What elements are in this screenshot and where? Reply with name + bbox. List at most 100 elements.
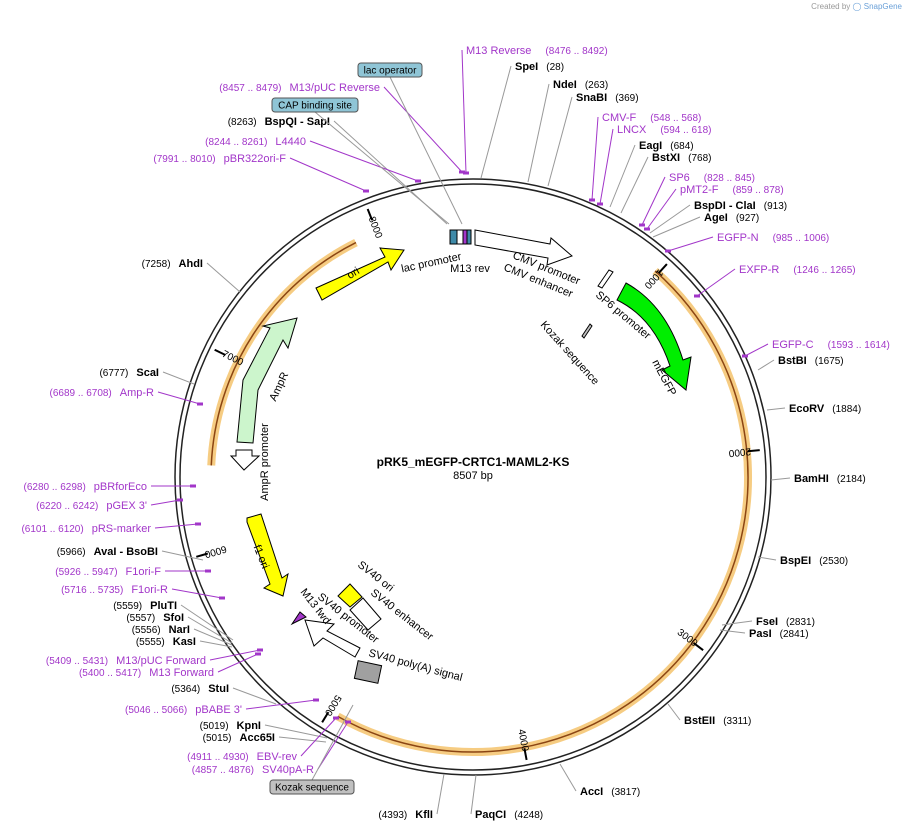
enzyme-label: (5019)KpnI — [200, 720, 261, 732]
enzyme-site-acci[interactable]: AccI(3817) — [580, 786, 640, 798]
boxed-feature-kozak-sequence[interactable]: Kozak sequence — [269, 779, 355, 795]
box-leader-lac-operator — [389, 76, 463, 225]
primer-name: M13 Forward — [149, 667, 214, 679]
enzyme-site-snabi[interactable]: SnaBI(369) — [576, 92, 639, 104]
enzyme-site-avai-bsobi[interactable]: (5966)AvaI - BsoBI — [57, 546, 158, 558]
primer-leader-l4440 — [309, 140, 419, 182]
enzyme-site-stui[interactable]: (5364)StuI — [171, 683, 229, 695]
primer-m13-puc-forward[interactable]: (5409 .. 5431)M13/pUC Forward — [46, 655, 206, 667]
enzyme-name: PasI — [749, 628, 772, 640]
enzyme-site-spei[interactable]: SpeI(28) — [515, 61, 564, 73]
primer-name: M13 Reverse — [466, 45, 531, 57]
primer-lncx[interactable]: LNCX(594 .. 618) — [617, 124, 712, 136]
enzyme-position: (1884) — [832, 404, 861, 415]
primer-position: (5716 .. 5735) — [61, 585, 123, 596]
enzyme-site-ecorv[interactable]: EcoRV(1884) — [789, 403, 861, 415]
primer-label: pMT2-F(859 .. 878) — [680, 184, 784, 196]
enzyme-leader-agei — [652, 216, 701, 238]
primer-f1ori-r[interactable]: (5716 .. 5735)F1ori-R — [61, 584, 168, 596]
plasmid-name: pRK5_mEGFP-CRTC1-MAML2-KS — [377, 455, 570, 469]
enzyme-site-bsteii[interactable]: BstEII (3311) — [684, 715, 751, 727]
primer-leader-amp-r — [157, 391, 201, 405]
primer-position: (5926 .. 5947) — [55, 567, 117, 578]
primer-sp6[interactable]: SP6(828 .. 845) — [669, 172, 755, 184]
primer-m13-puc-reverse[interactable]: (8457 .. 8479)M13/pUC Reverse — [219, 82, 380, 94]
primer-pgex-3[interactable]: (6220 .. 6242)pGEX 3' — [36, 500, 147, 512]
enzyme-site-nari[interactable]: (5556)NarI — [132, 624, 190, 636]
primer-cmv-f[interactable]: CMV-F(548 .. 568) — [602, 112, 701, 124]
primer-pmt2-f[interactable]: pMT2-F(859 .. 878) — [680, 184, 784, 196]
primer-name: LNCX — [617, 124, 647, 136]
enzyme-site-ahdi[interactable]: (7258)AhdI — [142, 258, 203, 270]
enzyme-site-bspqi-sapi[interactable]: (8263)BspQI - SapI — [228, 116, 330, 128]
boxed-feature-label: Kozak sequence — [275, 783, 349, 794]
primer-name: M13/pUC Reverse — [290, 82, 380, 94]
enzyme-site-scai[interactable]: (6777)ScaI — [99, 367, 159, 379]
primer-exfp-r[interactable]: EXFP-R(1246 .. 1265) — [739, 264, 856, 276]
primer-prs-marker[interactable]: (6101 .. 6120)pRS-marker — [21, 523, 151, 535]
enzyme-site-agei[interactable]: AgeI(927) — [704, 212, 759, 224]
enzyme-site-kfli[interactable]: (4393)KflI — [378, 809, 433, 821]
primer-pbabe-3[interactable]: (5046 .. 5066)pBABE 3' — [125, 704, 242, 716]
enzyme-site-bstxi[interactable]: BstXI(768) — [652, 152, 711, 164]
enzyme-site-bamhi[interactable]: BamHI(2184) — [794, 473, 866, 485]
primer-position: (8244 .. 8261) — [205, 137, 267, 148]
primer-name: M13/pUC Forward — [116, 655, 206, 667]
primer-egfp-n[interactable]: EGFP-N(985 .. 1006) — [717, 232, 829, 244]
enzyme-site-bstbi[interactable]: BstBI(1675) — [778, 355, 844, 367]
primer-f1ori-f[interactable]: (5926 .. 5947)F1ori-F — [55, 566, 161, 578]
enzyme-position: (5015) — [203, 733, 232, 744]
primer-position: (548 .. 568) — [650, 113, 701, 124]
enzyme-site-pasi[interactable]: PasI(2841) — [749, 628, 809, 640]
enzyme-site-fsei[interactable]: FseI(2831) — [756, 616, 815, 628]
primer-pbr322ori-f[interactable]: (7991 .. 8010)pBR322ori-F — [153, 153, 286, 165]
enzyme-name: AvaI - BsoBI — [94, 546, 158, 558]
boxed-feature-cap-binding-site[interactable]: CAP binding site — [271, 97, 359, 113]
primer-egfp-c[interactable]: EGFP-C(1593 .. 1614) — [772, 339, 890, 351]
enzyme-leader-ahdi — [206, 262, 241, 293]
primer-amp-r[interactable]: (6689 .. 6708)Amp-R — [50, 387, 155, 399]
enzyme-position: (7258) — [142, 259, 171, 270]
enzyme-label: SpeI(28) — [515, 61, 564, 73]
enzyme-site-pluti[interactable]: (5559)PluTI — [113, 600, 177, 612]
tick-mark — [214, 348, 226, 356]
enzyme-label: (5557)SfoI — [126, 612, 184, 624]
primer-leader-m13-puc-forward — [209, 649, 261, 661]
primer-pbrforeco[interactable]: (6280 .. 6298)pBRforEco — [24, 481, 147, 493]
enzyme-name: SnaBI — [576, 92, 607, 104]
enzyme-site-acc65i[interactable]: (5015)Acc65I — [203, 732, 275, 744]
primer-name: pBRforEco — [94, 481, 147, 493]
enzyme-site-bspei[interactable]: BspEI(2530) — [780, 555, 848, 567]
enzyme-site-eagi[interactable]: EagI(684) — [639, 140, 694, 152]
primer-ebv-rev[interactable]: (4911 .. 4930)EBV-rev — [187, 751, 297, 763]
primer-name: pRS-marker — [92, 523, 152, 535]
boxed-feature-lac-operator[interactable]: lac operator — [357, 62, 423, 78]
enzyme-site-sfoi[interactable]: (5557)SfoI — [126, 612, 184, 624]
primer-l4440[interactable]: (8244 .. 8261)L4440 — [205, 136, 306, 148]
enzyme-position: (927) — [736, 213, 759, 224]
enzyme-label: (5015)Acc65I — [203, 732, 275, 744]
enzyme-label: (5555)KasI — [136, 636, 196, 648]
primer-leader-egfp-c — [744, 343, 769, 357]
primer-name: pBR322ori-F — [224, 153, 287, 165]
primer-m13-forward[interactable]: (5400 .. 5417)M13 Forward — [79, 667, 214, 679]
tick-mark — [747, 449, 760, 453]
enzyme-site-kpni[interactable]: (5019)KpnI — [200, 720, 261, 732]
enzyme-site-ndei[interactable]: NdeI(263) — [553, 79, 608, 91]
enzyme-position: (3311) — [723, 716, 751, 727]
primer-position: (4857 .. 4876) — [192, 765, 254, 776]
primer-leader-lncx — [599, 128, 614, 205]
box-leader-cap-binding-site — [314, 111, 450, 225]
primer-position: (6220 .. 6242) — [36, 501, 98, 512]
enzyme-site-kasi[interactable]: (5555)KasI — [136, 636, 196, 648]
enzyme-name: BstEII — [684, 715, 715, 727]
enzyme-position: (28) — [546, 62, 564, 73]
feature-label-ori: ori — [345, 265, 362, 282]
primer-m13-reverse[interactable]: M13 Reverse(8476 .. 8492) — [466, 45, 608, 57]
enzyme-site-bspdi-clai[interactable]: BspDI - ClaI(913) — [694, 200, 787, 212]
primer-name: EGFP-N — [717, 232, 759, 244]
primer-name: pBABE 3' — [195, 704, 242, 716]
enzyme-name: BspDI - ClaI — [694, 200, 756, 212]
enzyme-site-paqci[interactable]: PaqCI(4248) — [475, 809, 543, 821]
primer-sv40pa-r[interactable]: (4857 .. 4876)SV40pA-R — [192, 764, 314, 776]
